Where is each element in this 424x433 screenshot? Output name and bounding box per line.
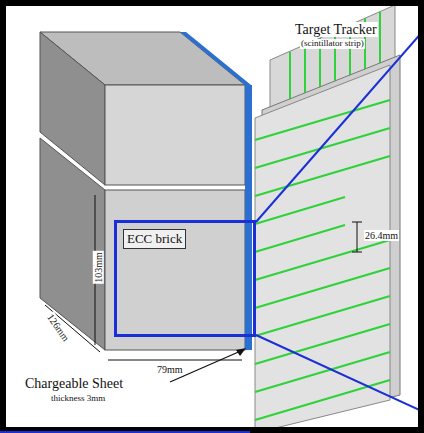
part-name: Target Tracker	[294, 22, 378, 37]
dimension: 79mm	[156, 364, 184, 375]
brick-label: ECC brick	[123, 229, 186, 249]
part-note: thickness 3mm	[50, 394, 106, 404]
dimension: 26.4mm	[364, 230, 399, 241]
chargeable-sheet	[180, 32, 252, 350]
lower-brick	[40, 138, 245, 350]
part-note: (scintillator strip)	[300, 39, 365, 49]
part-name: Chargeable Sheet	[24, 376, 124, 391]
tracker-panels	[255, 55, 400, 433]
dimension: 103mm	[93, 251, 104, 284]
highlight-box: ECC brick	[114, 220, 256, 337]
